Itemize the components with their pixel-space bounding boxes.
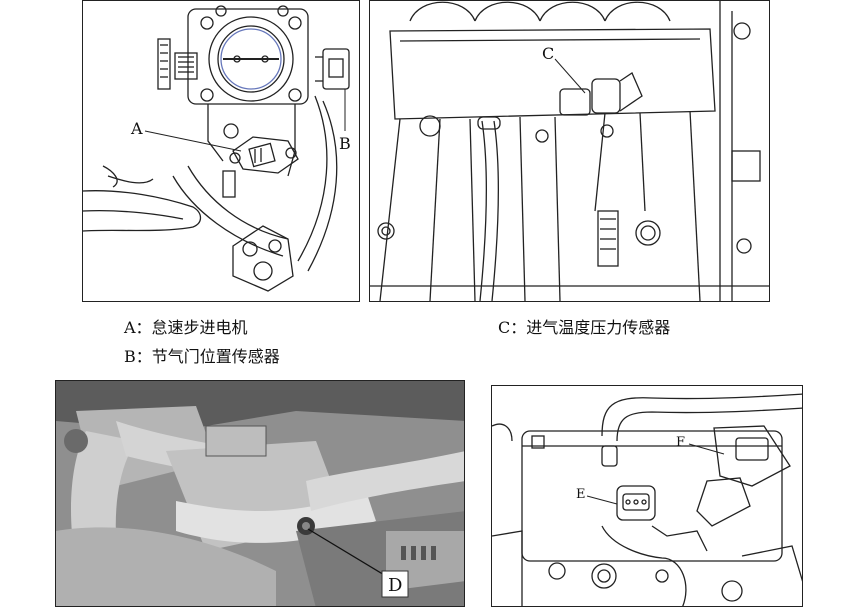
callout-e: E: [576, 487, 586, 502]
figure-sensor-d-photo: D: [55, 380, 465, 607]
callout-f: F: [676, 435, 685, 450]
callout-c: C: [542, 44, 554, 63]
callout-a: A: [130, 119, 143, 138]
sensors-e-f-drawing: E F: [492, 393, 802, 606]
caption-b: B：节气门位置传感器: [124, 347, 280, 366]
figure-throttle-body: A B: [82, 0, 360, 302]
callout-d: D: [388, 575, 402, 596]
intake-manifold-drawing: C: [370, 1, 769, 301]
caption-c: C：进气温度压力传感器: [498, 318, 671, 337]
throttle-body-drawing: A B: [83, 5, 351, 292]
callout-b: B: [339, 134, 351, 153]
caption-a: A：怠速步进电机: [124, 318, 248, 337]
figure-intake-manifold: C: [369, 0, 770, 302]
sensor-d-photo: D: [56, 381, 464, 606]
figure-sensors-e-f: E F: [491, 385, 803, 607]
